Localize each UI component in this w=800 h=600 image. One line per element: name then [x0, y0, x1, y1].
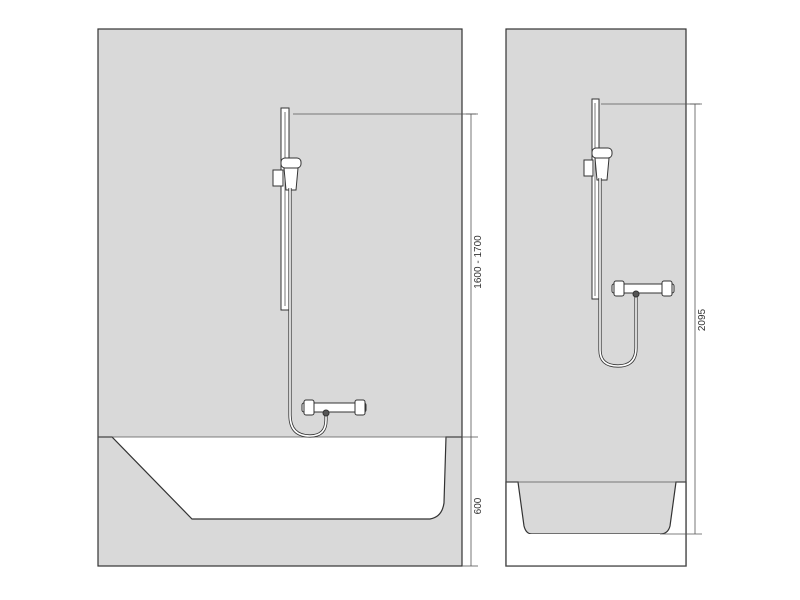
shower-total-height-label: 2095 [697, 308, 708, 331]
shower-head [591, 147, 613, 159]
shower-installation: 2095 [505, 28, 708, 567]
bath-handshower-body [283, 167, 299, 191]
shower-thermostat-body [611, 283, 675, 294]
bath-thermostat-left-knob [303, 399, 315, 416]
shower-thermostat-outlet [632, 290, 640, 298]
bath-bar-height-label: 1600 - 1700 [473, 235, 484, 289]
bath-shower-head [280, 157, 302, 169]
bath-thermostat-right-knob [354, 399, 366, 416]
bathtub [98, 436, 462, 520]
shower-tray-floor [507, 534, 685, 565]
bath-tub-height-label: 600 [473, 497, 484, 514]
bath-installation: 1600 - 1700 600 [97, 28, 484, 567]
bath-thermostat-body [301, 402, 367, 413]
bath-head-holder [272, 169, 284, 187]
shower-thermostat-right-knob [661, 280, 673, 297]
shower-rail [591, 98, 600, 300]
shower-thermostat-left-knob [613, 280, 625, 297]
bath-thermostat-outlet [322, 409, 330, 417]
shower-head-holder [583, 159, 594, 177]
shower-handshower-body [594, 157, 610, 181]
